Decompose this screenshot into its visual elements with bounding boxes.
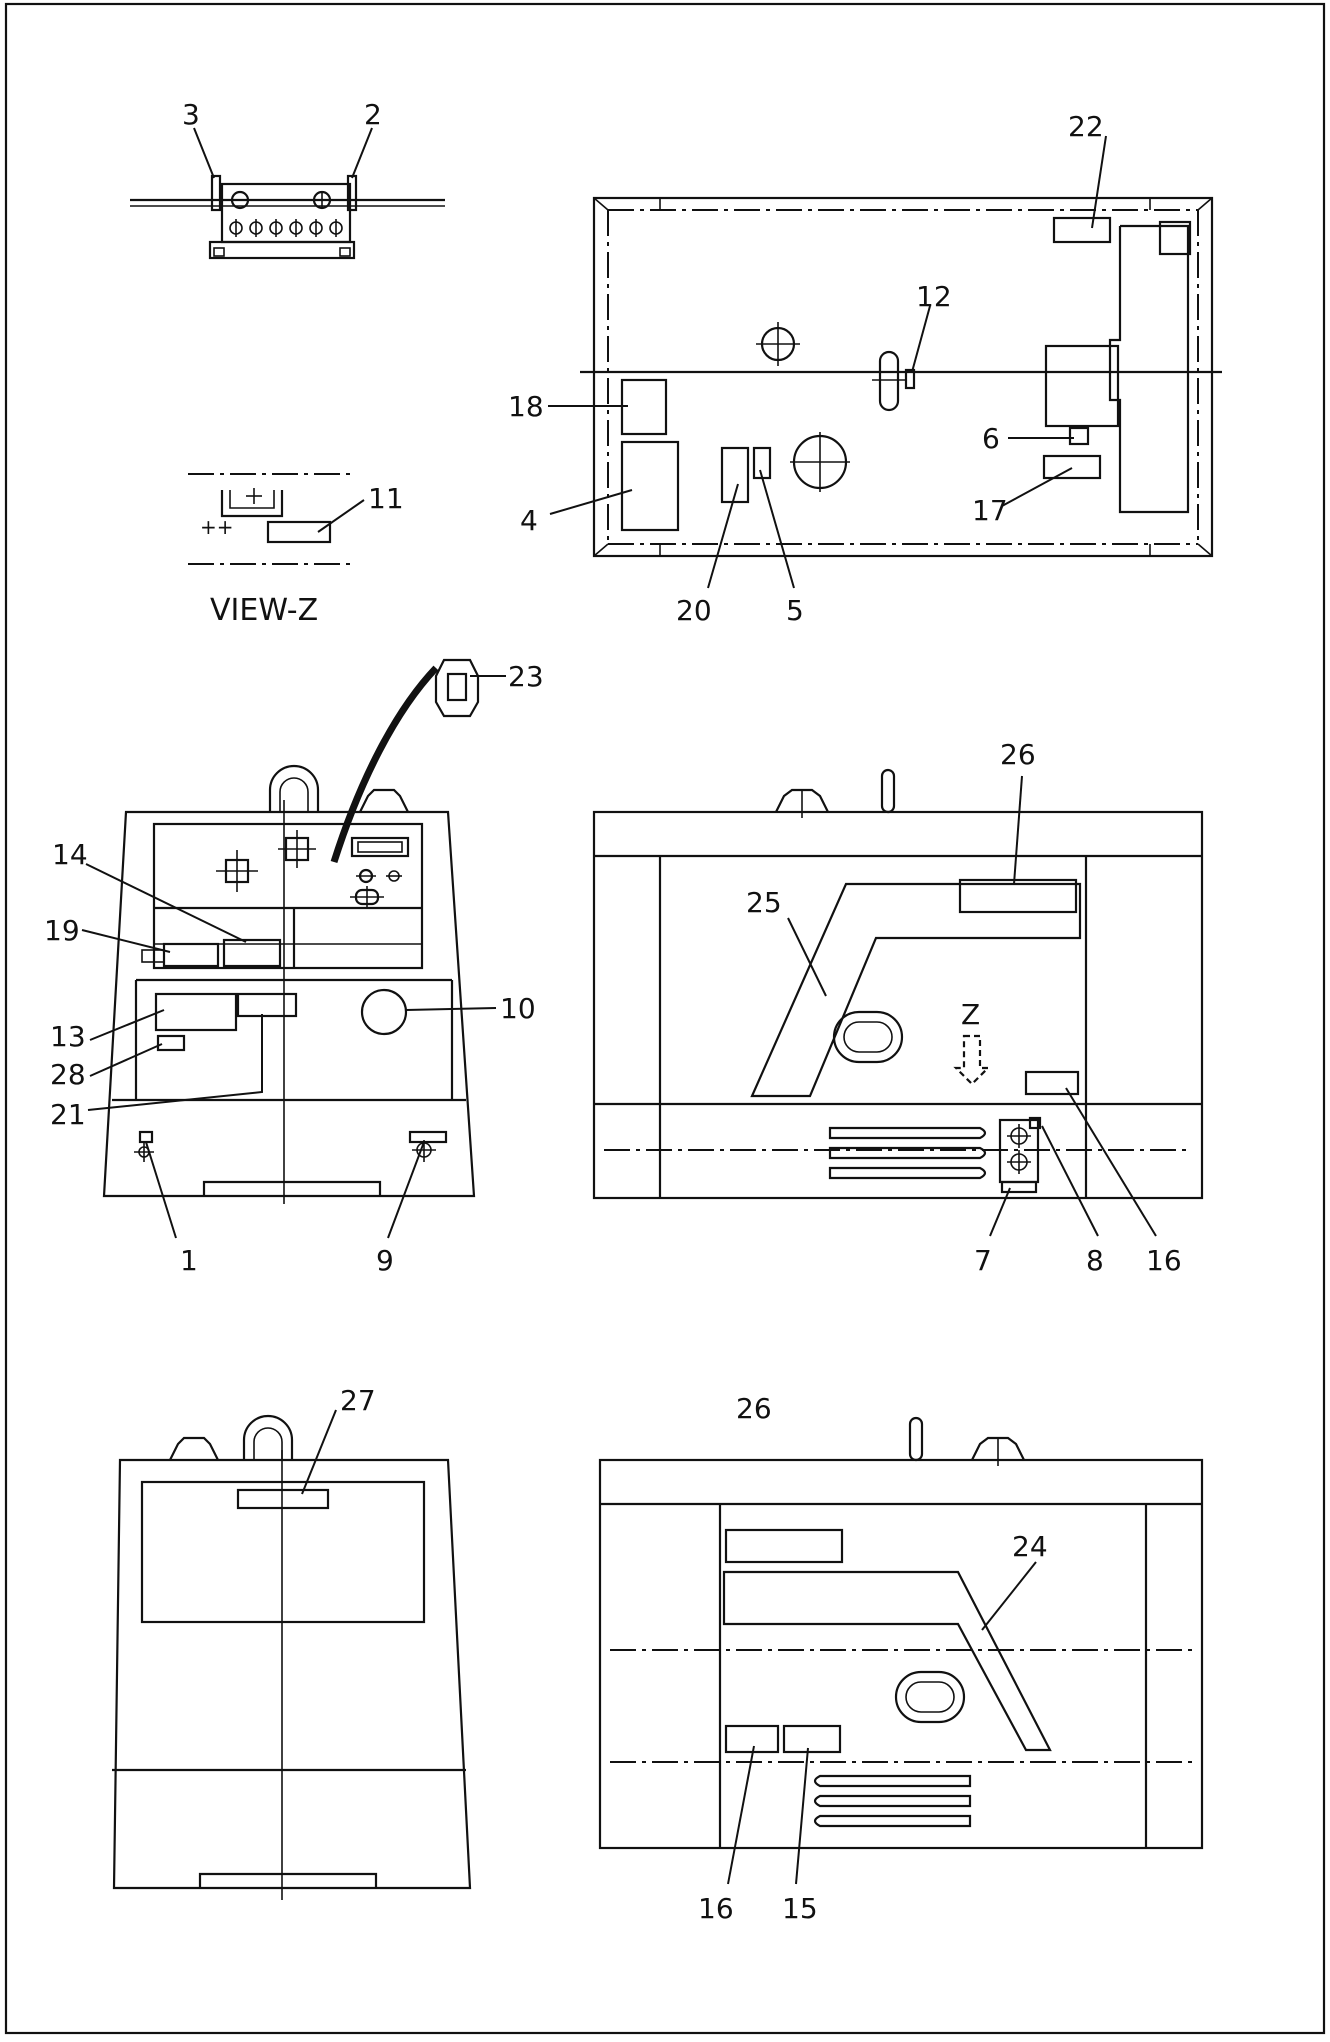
- side-view-right: [598, 1416, 1204, 1885]
- part-24-label: [722, 1570, 1052, 1752]
- callout-1: 1: [180, 1244, 198, 1277]
- rear-view: [112, 1409, 472, 1900]
- callout-8: 8: [1086, 1244, 1104, 1277]
- callout-5: 5: [786, 594, 804, 627]
- callout-26-b: 26: [736, 1392, 772, 1425]
- callout-27: 27: [340, 1384, 376, 1417]
- callout-9: 9: [376, 1244, 394, 1277]
- terminal-block-detail: [130, 127, 445, 260]
- part-28-label: [156, 1034, 186, 1052]
- callout-16-b: 16: [698, 1892, 734, 1925]
- part-23-shape: [434, 658, 480, 718]
- z-arrow-label: Z: [961, 998, 980, 1031]
- part-20-label: [720, 446, 750, 504]
- part-26-label-b: [724, 1528, 844, 1564]
- callout-20: 20: [676, 594, 712, 627]
- callout-21: 21: [50, 1098, 86, 1131]
- front-view: [81, 658, 506, 1239]
- callout-24: 24: [1012, 1530, 1048, 1563]
- callout-16-a: 16: [1146, 1244, 1182, 1277]
- part-19-label: [162, 942, 220, 968]
- part-11-label: [266, 520, 332, 544]
- part-15-label: [782, 1724, 842, 1754]
- callout-14: 14: [52, 838, 88, 871]
- part-1-label: [138, 1130, 154, 1144]
- z-direction-arrow: [953, 1034, 991, 1086]
- part-9-label: [408, 1130, 448, 1144]
- part-26-label-a: [958, 878, 1078, 914]
- callout-23: 23: [508, 660, 544, 693]
- part-4-label: [620, 440, 680, 532]
- part-14-label: [222, 938, 282, 968]
- frame-border: [4, 2, 1326, 2035]
- callout-25: 25: [746, 886, 782, 919]
- callout-13: 13: [50, 1020, 86, 1053]
- callout-2: 2: [364, 98, 382, 131]
- part-3-clip: [210, 174, 222, 212]
- part-8-label: [1028, 1116, 1042, 1130]
- callout-26-a: 26: [1000, 738, 1036, 771]
- part-16-label-a: [1024, 1070, 1080, 1096]
- callout-6: 6: [982, 422, 1000, 455]
- callout-15: 15: [782, 1892, 818, 1925]
- top-view: [548, 135, 1222, 589]
- callout-10: 10: [500, 992, 536, 1025]
- view-z-detail: ++: [188, 473, 365, 565]
- callout-3: 3: [182, 98, 200, 131]
- callout-18: 18: [508, 390, 544, 423]
- part-12-label: [904, 368, 916, 390]
- part-16-label-b: [724, 1724, 780, 1754]
- svg-text:++: ++: [200, 515, 234, 539]
- callout-28: 28: [50, 1058, 86, 1091]
- part-10-shape: [360, 988, 408, 1036]
- callout-12: 12: [916, 280, 952, 313]
- part-18-label: [620, 378, 668, 436]
- part-7-label: [1000, 1180, 1038, 1194]
- part-27-label: [236, 1488, 330, 1510]
- callout-22: 22: [1068, 110, 1104, 143]
- part-22-label: [1052, 216, 1112, 244]
- callout-11: 11: [368, 482, 404, 515]
- part-21-label: [236, 992, 298, 1018]
- part-17-label: [1042, 454, 1102, 480]
- callout-4: 4: [520, 504, 538, 537]
- callout-17: 17: [972, 494, 1008, 527]
- callout-7: 7: [974, 1244, 992, 1277]
- side-view-left: [592, 768, 1204, 1237]
- callout-19: 19: [44, 914, 80, 947]
- part-13-label: [154, 992, 238, 1032]
- part-6-label: [1068, 426, 1090, 446]
- part-25-label: [750, 882, 1082, 1098]
- view-z-caption: VIEW-Z: [210, 593, 318, 628]
